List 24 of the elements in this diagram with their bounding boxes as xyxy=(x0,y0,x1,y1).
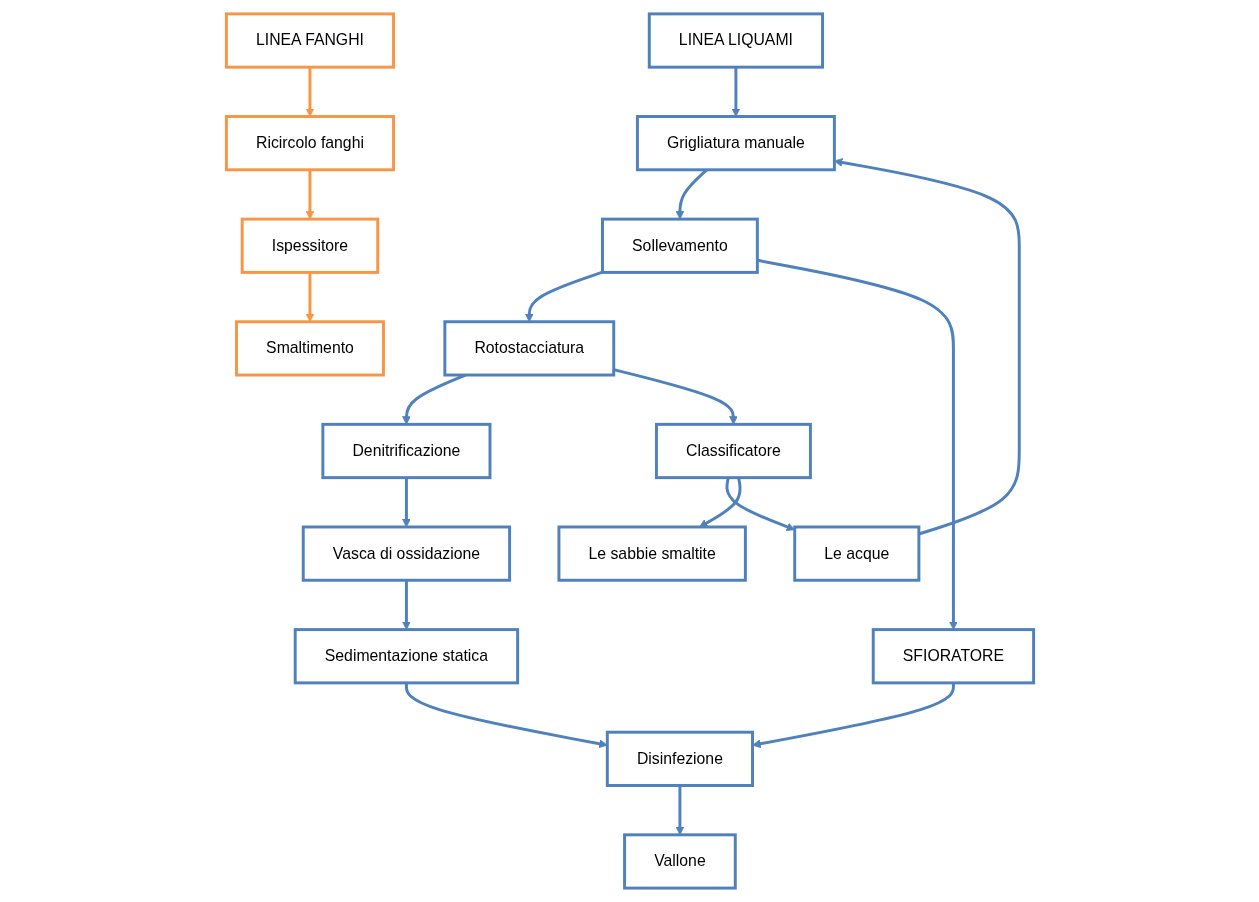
arrow xyxy=(401,580,411,630)
node-box: Vallone xyxy=(622,833,737,890)
node-box: Denitrificazione xyxy=(320,422,491,480)
arrow xyxy=(305,67,314,117)
node-box: LINEA LIQUAMI xyxy=(647,12,824,69)
node-box: Grigliatura manuale xyxy=(635,115,836,172)
arrow xyxy=(731,67,740,117)
node-box: SFIORATORE xyxy=(871,628,1035,685)
node-box: Ricircolo fanghi xyxy=(224,115,395,172)
arrow xyxy=(756,258,958,630)
node-box: Ispessitore xyxy=(240,217,379,274)
node-box: Smaltimento xyxy=(234,320,385,377)
node-box: Classificatore xyxy=(654,422,812,480)
arrow xyxy=(724,477,795,531)
node-box: LINEA FANGHI xyxy=(224,12,395,69)
node-box: Sollevamento xyxy=(600,217,759,274)
node-box: Le acque xyxy=(792,525,920,582)
arrow xyxy=(305,169,314,220)
node-box: Sedimentazione statica xyxy=(293,628,519,685)
arrow xyxy=(833,158,1021,536)
node-box: Le sabbie smaltite xyxy=(556,525,747,582)
node-box: Disinfezione xyxy=(605,730,754,787)
node-box: Rotostacciatura xyxy=(442,320,615,377)
node-box: Vasca di ossidazione xyxy=(301,525,511,582)
